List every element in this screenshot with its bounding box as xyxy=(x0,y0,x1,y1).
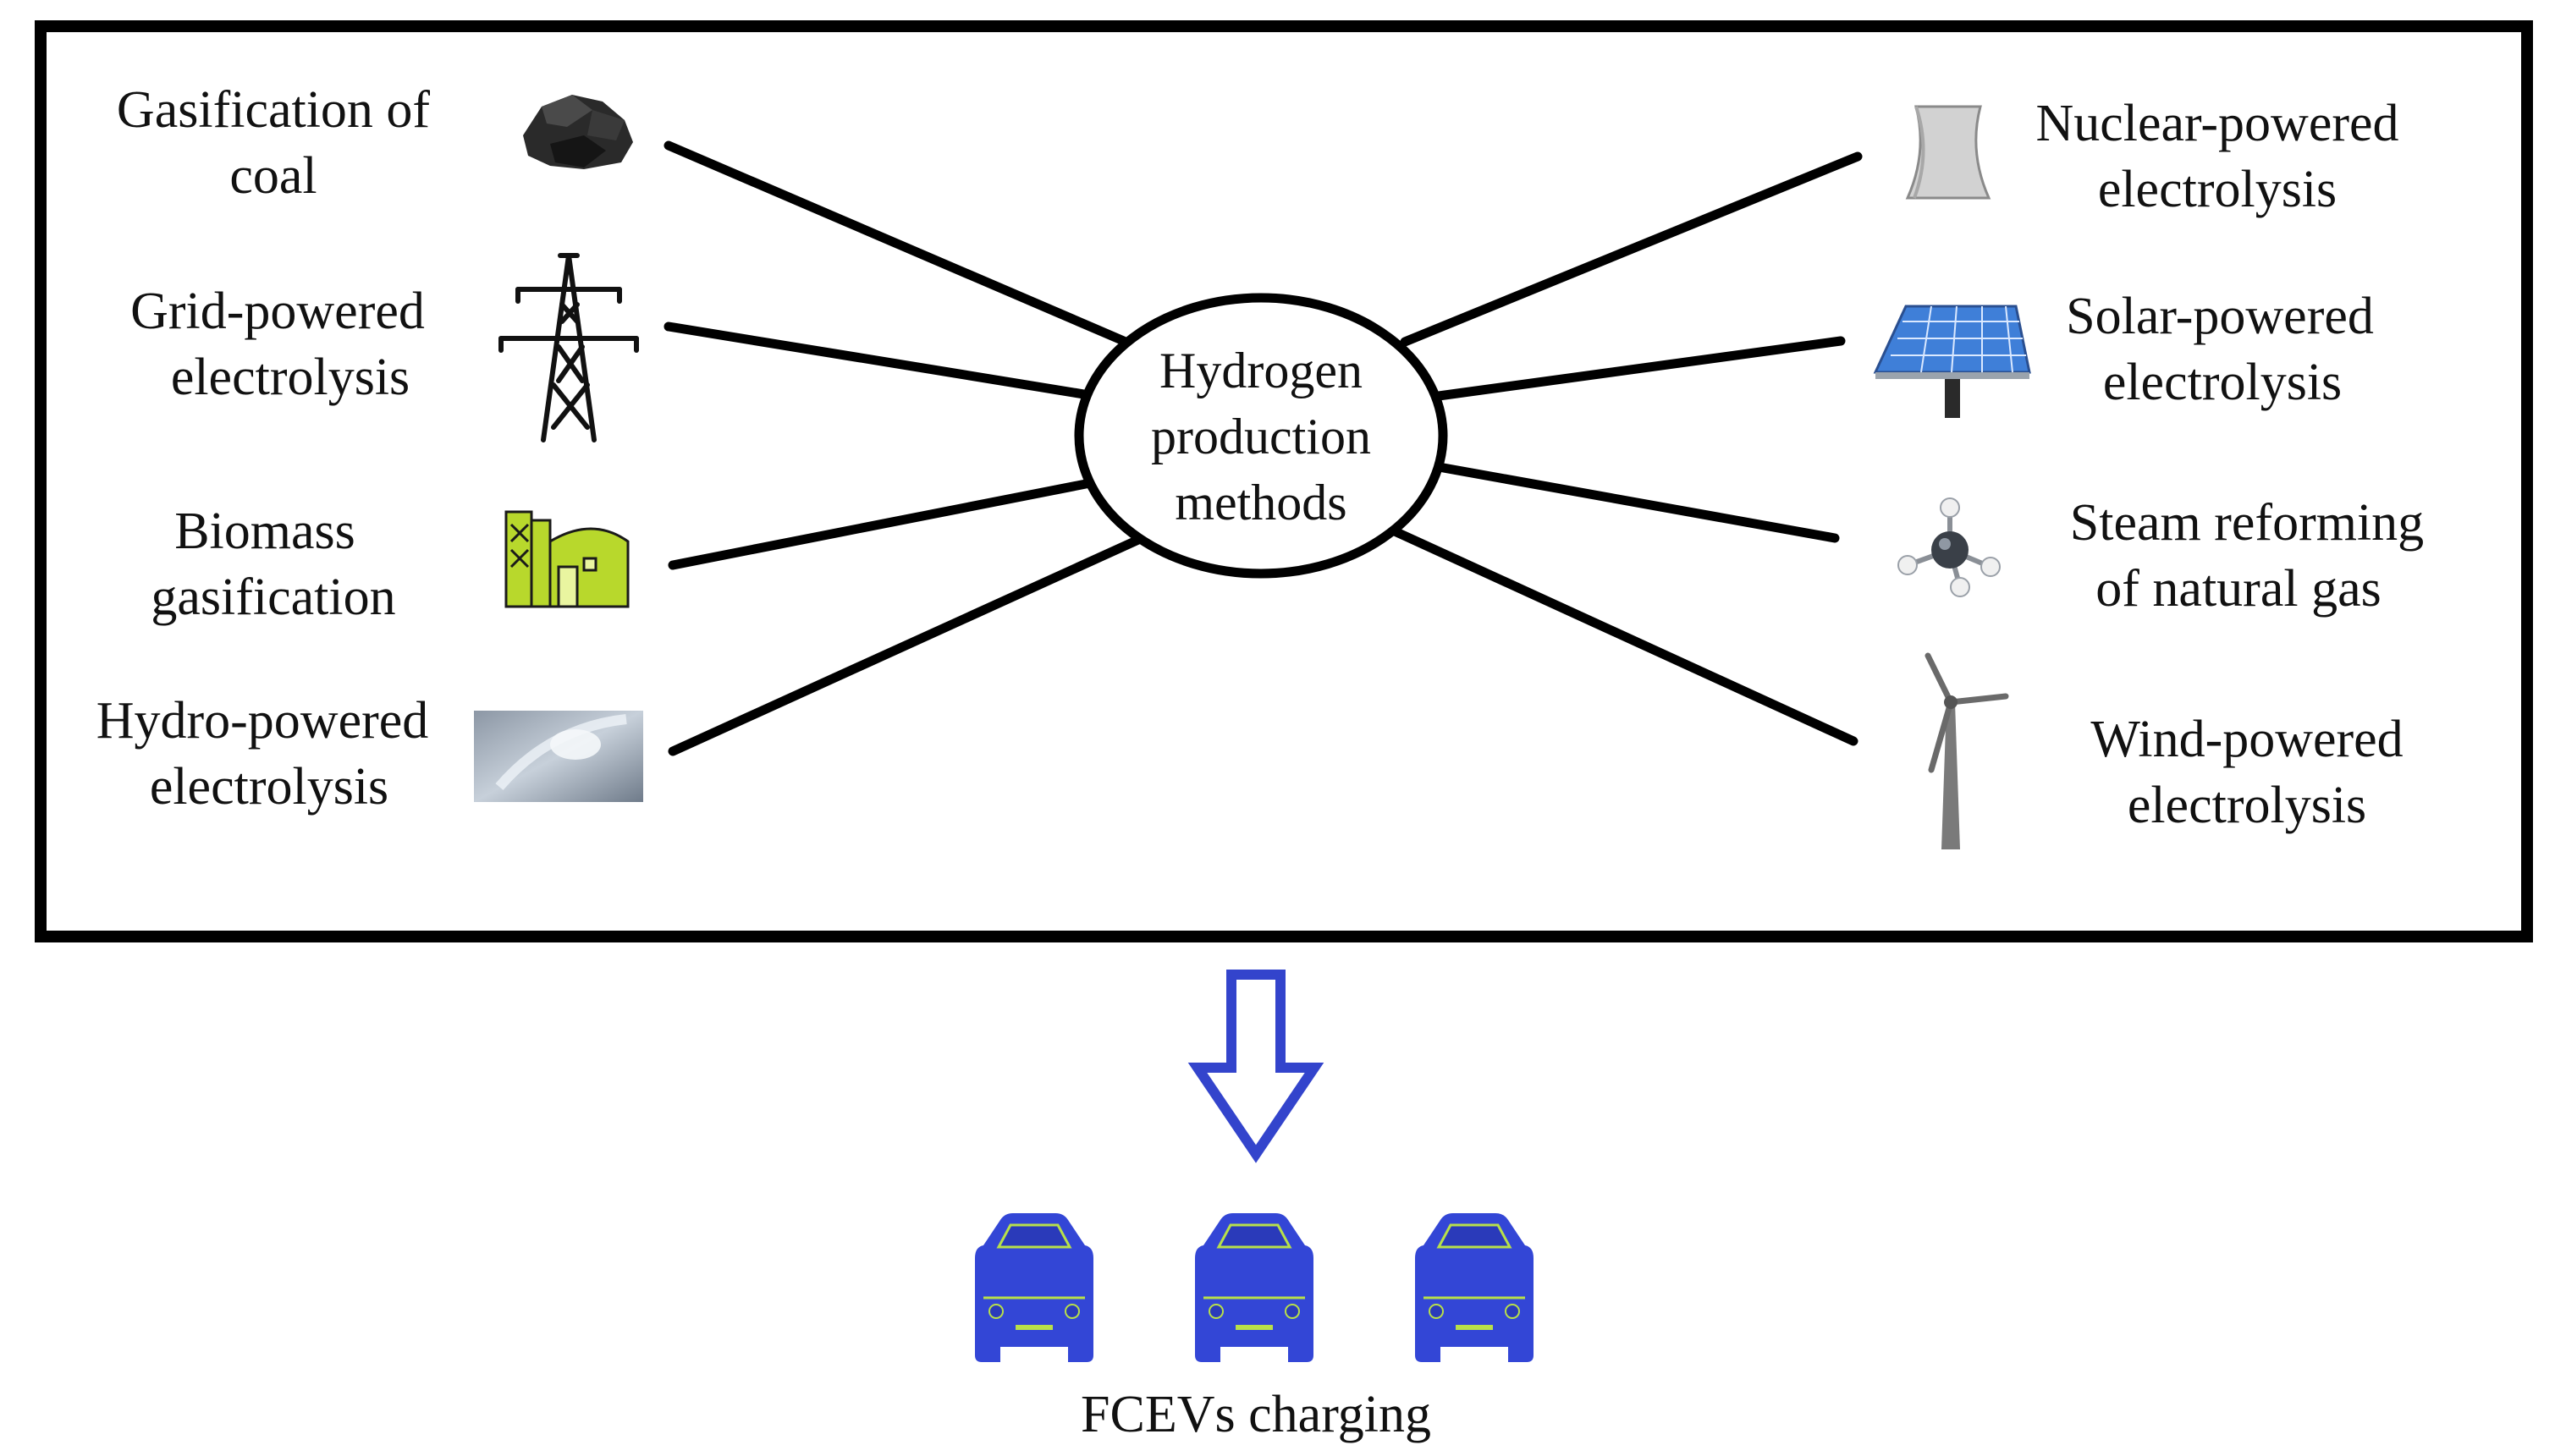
method-coal-line-2: coal xyxy=(229,147,317,205)
method-steam-reforming: Steam reforming of natural gas xyxy=(1897,494,2424,618)
method-grid-line-2: electrolysis xyxy=(171,349,410,406)
wind-turbine-icon xyxy=(1925,652,2009,849)
spoke-solar xyxy=(1434,336,1846,401)
method-grid: Grid-powered electrolysis xyxy=(130,253,639,442)
car-icon xyxy=(1415,1213,1534,1362)
spoke-nuclear xyxy=(1400,151,1863,347)
method-solar: Solar-powered electrolysis xyxy=(1873,288,2374,418)
method-biomass-line-1: Biomass xyxy=(174,503,355,560)
method-grid-line-1: Grid-powered xyxy=(130,283,425,340)
method-nuclear: Nuclear-powered electrolysis xyxy=(1905,95,2399,218)
method-hydro-line-1: Hydro-powered xyxy=(96,692,429,750)
fcev-cars xyxy=(975,1213,1534,1362)
spokes xyxy=(664,140,1863,756)
hub-line-2: production xyxy=(1151,409,1371,464)
method-steam-line-1: Steam reforming xyxy=(2070,494,2424,552)
method-biomass: Biomass gasification xyxy=(151,503,630,626)
down-arrow-icon xyxy=(1187,970,1324,1163)
spoke-wind xyxy=(1390,526,1858,746)
spoke-steam xyxy=(1434,462,1840,543)
method-wind-line-2: electrolysis xyxy=(2128,777,2366,834)
method-hydro: Hydro-powered electrolysis xyxy=(96,692,643,816)
hub: Hydrogen production methods xyxy=(1074,293,1448,579)
spoke-biomass xyxy=(668,479,1091,570)
solar-panel-icon xyxy=(1873,305,2031,418)
spoke-hydro xyxy=(668,535,1143,756)
biomass-plant-icon xyxy=(504,510,630,608)
method-coal: Gasification of coal xyxy=(117,81,633,205)
car-icon xyxy=(975,1213,1093,1362)
hub-ellipse xyxy=(1074,293,1448,579)
method-steam-line-2: of natural gas xyxy=(2095,560,2381,618)
method-hydro-line-2: electrolysis xyxy=(150,758,388,816)
method-nuclear-line-1: Nuclear-powered xyxy=(2035,95,2398,152)
car-icon xyxy=(1195,1213,1313,1362)
method-solar-line-1: Solar-powered xyxy=(2066,288,2374,345)
spoke-grid xyxy=(664,321,1099,401)
fcevs-charging-label: FCEVs charging xyxy=(1081,1386,1431,1443)
power-pylon-icon xyxy=(498,253,639,442)
hub-line-1: Hydrogen xyxy=(1159,343,1363,398)
method-nuclear-line-2: electrolysis xyxy=(2098,161,2337,218)
water-flow-icon xyxy=(474,711,643,802)
method-solar-line-2: electrolysis xyxy=(2103,354,2342,411)
method-wind: Wind-powered electrolysis xyxy=(1925,652,2404,849)
coal-icon xyxy=(523,95,633,169)
method-biomass-line-2: gasification xyxy=(151,569,395,626)
methane-molecule-icon xyxy=(1897,497,2001,597)
hub-line-3: methods xyxy=(1175,475,1346,530)
spoke-coal xyxy=(664,140,1131,347)
method-wind-line-1: Wind-powered xyxy=(2090,711,2403,768)
cooling-tower-icon xyxy=(1905,105,1991,200)
methods-frame xyxy=(35,20,2533,942)
method-coal-line-1: Gasification of xyxy=(117,81,431,139)
